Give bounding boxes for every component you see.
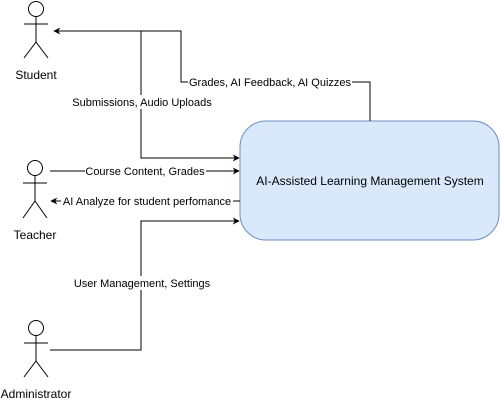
system-node[interactable]: AI-Assisted Learning Management System bbox=[239, 120, 500, 241]
flow-student-to-system-line bbox=[140, 31, 240, 162]
teacher-label: Teacher bbox=[14, 228, 57, 242]
actor-administrator[interactable]: Administrator bbox=[1, 320, 72, 402]
flow-system-to-teacher-label: AI Analyze for student perfomance bbox=[63, 196, 231, 208]
administrator-label: Administrator bbox=[1, 387, 72, 401]
flow-system-to-student-line bbox=[53, 27, 371, 121]
flow-admin-to-system[interactable]: User Management, Settings bbox=[50, 217, 240, 351]
flow-admin-to-system-label: User Management, Settings bbox=[74, 278, 211, 290]
actor-student[interactable]: Student bbox=[15, 1, 57, 83]
actor-teacher[interactable]: Teacher bbox=[14, 160, 57, 243]
student-figure-icon bbox=[23, 1, 49, 59]
flow-teacher-to-system-label: Course Content, Grades bbox=[85, 166, 205, 178]
flow-student-to-system-label: Submissions, Audio Uploads bbox=[72, 97, 212, 109]
flow-system-to-student-label: Grades, AI Feedback, AI Quizzes bbox=[189, 77, 352, 89]
flow-student-to-system[interactable]: Submissions, Audio Uploads bbox=[72, 31, 240, 162]
system-title: AI-Assisted Learning Management System bbox=[256, 174, 483, 188]
flow-system-to-student[interactable]: Grades, AI Feedback, AI Quizzes bbox=[53, 27, 371, 121]
flow-teacher-to-system[interactable]: Course Content, Grades bbox=[50, 165, 240, 178]
flow-system-to-teacher[interactable]: AI Analyze for student perfomance bbox=[50, 195, 240, 208]
student-label: Student bbox=[15, 68, 57, 82]
teacher-figure-icon bbox=[22, 160, 48, 219]
administrator-figure-icon bbox=[23, 320, 49, 378]
